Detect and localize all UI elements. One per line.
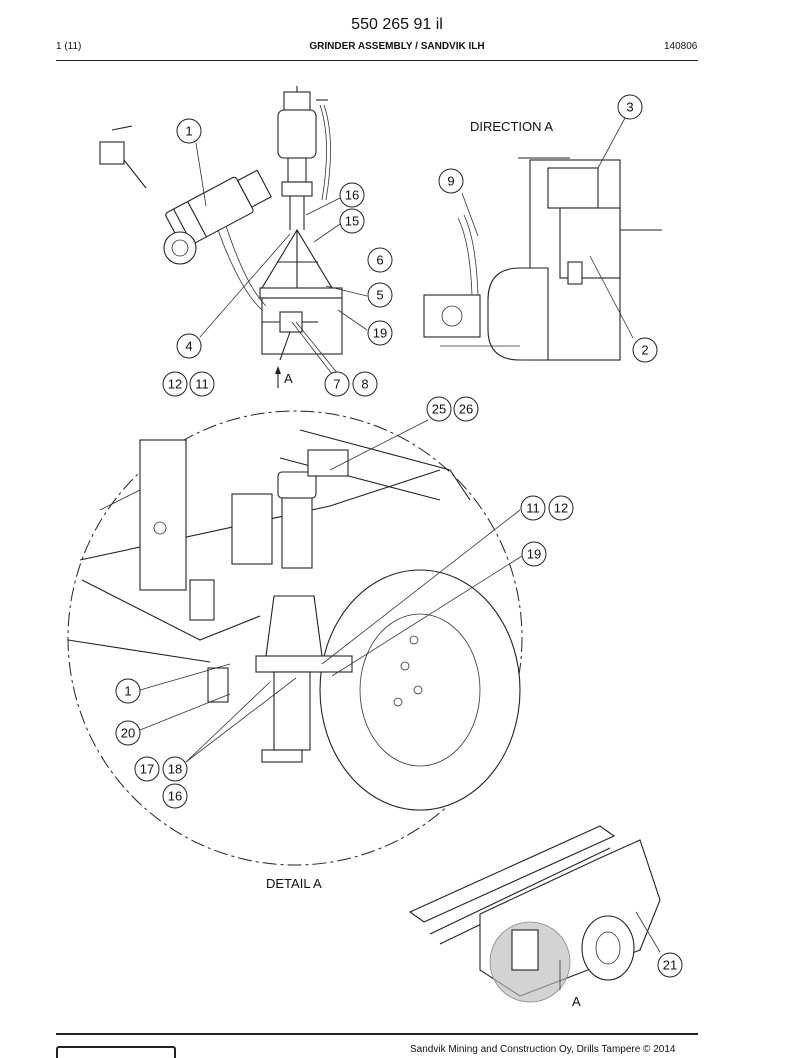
machine-a-label: A (572, 994, 581, 1009)
svg-text:17: 17 (140, 762, 154, 777)
callout-16-detail: 16 (162, 783, 188, 809)
svg-text:19: 19 (373, 326, 387, 341)
callout-12-detail: 12 (548, 495, 574, 521)
svg-text:8: 8 (361, 377, 368, 392)
svg-text:1: 1 (124, 684, 131, 699)
svg-text:18: 18 (168, 762, 182, 777)
grinder-assembly-view (99, 86, 368, 388)
sandvik-logo (56, 1046, 176, 1058)
header-rule (56, 60, 698, 61)
callout-11-top: 11 (189, 371, 215, 397)
svg-text:2: 2 (641, 343, 648, 358)
callout-4: 4 (176, 333, 202, 359)
callout-16-top: 16 (339, 182, 365, 208)
page-number: 1 (11) (56, 41, 82, 52)
svg-text:20: 20 (121, 726, 135, 741)
svg-text:21: 21 (663, 958, 677, 973)
callout-9: 9 (438, 168, 464, 194)
footer-rule (56, 1033, 698, 1035)
view-arrow-a-label: A (284, 371, 293, 386)
callout-20: 20 (115, 720, 141, 746)
svg-text:7: 7 (333, 377, 340, 392)
callout-17: 17 (134, 756, 160, 782)
callout-19-detail: 19 (521, 541, 547, 567)
document-number: 550 265 91 il (351, 16, 443, 33)
svg-text:12: 12 (554, 501, 568, 516)
direction-a-label: DIRECTION A (470, 119, 553, 134)
callout-15: 15 (339, 208, 365, 234)
detail-a-label: DETAIL A (266, 876, 322, 891)
callout-5: 5 (367, 282, 393, 308)
svg-text:4: 4 (185, 339, 192, 354)
svg-text:16: 16 (168, 789, 182, 804)
svg-text:6: 6 (376, 253, 383, 268)
svg-text:9: 9 (447, 174, 454, 189)
svg-text:3: 3 (626, 100, 633, 115)
callout-1-detail: 1 (115, 678, 141, 704)
machine-overview (408, 825, 661, 1003)
callout-19-top: 19 (367, 320, 393, 346)
callout-1-top: 1 (176, 118, 202, 144)
callout-26: 26 (453, 396, 479, 422)
svg-text:12: 12 (168, 377, 182, 392)
callout-6: 6 (367, 247, 393, 273)
callout-2: 2 (632, 337, 658, 363)
callout-7: 7 (324, 371, 350, 397)
detail-a-view (67, 410, 523, 866)
svg-text:26: 26 (459, 402, 473, 417)
svg-text:5: 5 (376, 288, 383, 303)
callout-3: 3 (617, 94, 643, 120)
svg-text:16: 16 (345, 188, 359, 203)
svg-text:11: 11 (195, 377, 209, 392)
document-title: GRINDER ASSEMBLY / SANDVIK ILH (309, 41, 485, 52)
callout-11-detail: 11 (520, 495, 546, 521)
footer-copyright: Sandvik Mining and Construction Oy, Dril… (410, 1044, 676, 1055)
svg-text:25: 25 (432, 402, 446, 417)
callout-18: 18 (162, 756, 188, 782)
svg-text:11: 11 (526, 501, 540, 516)
document-date: 140806 (664, 41, 698, 52)
callout-21: 21 (657, 952, 683, 978)
callout-8: 8 (352, 371, 378, 397)
direction-a-view (423, 117, 662, 361)
svg-text:19: 19 (527, 547, 541, 562)
callout-12-top: 12 (162, 371, 188, 397)
svg-text:15: 15 (345, 214, 359, 229)
svg-text:1: 1 (185, 124, 192, 139)
callout-25: 25 (426, 396, 452, 422)
